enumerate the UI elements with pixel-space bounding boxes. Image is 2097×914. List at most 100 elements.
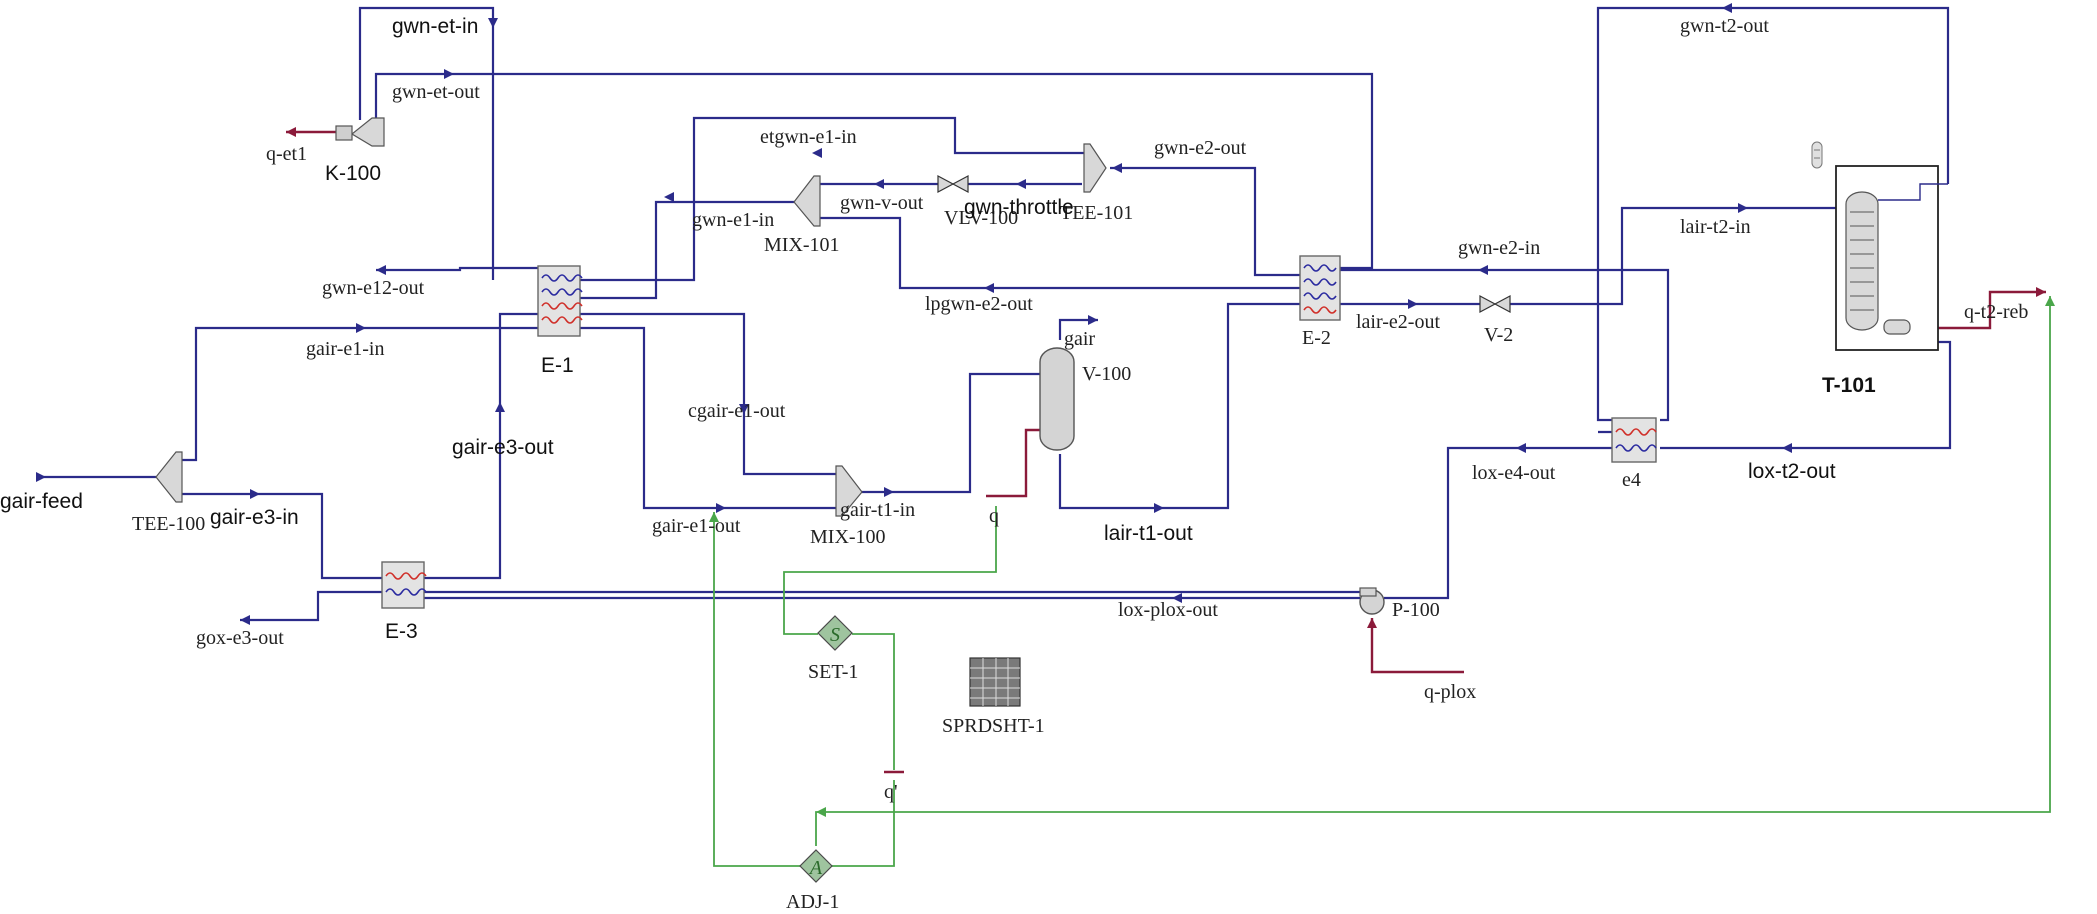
label-gair-e3-out: gair-e3-out (452, 436, 554, 459)
arrow (1738, 203, 1748, 213)
arrow (874, 179, 884, 189)
stream-gwn-t2-out[interactable] (1596, 6, 1950, 422)
stream-lox-t2-out[interactable] (1660, 340, 1952, 450)
arrow (495, 402, 505, 412)
energy-streams (286, 127, 2046, 774)
stream-gwn-e12-out[interactable] (376, 266, 538, 272)
logic-qprime-to-adj[interactable] (830, 780, 895, 867)
stream-etgwn-e1-in[interactable] (580, 116, 1090, 282)
arrow (240, 615, 250, 625)
arrow (739, 404, 749, 414)
logic-arrow (2045, 296, 2055, 306)
arrow (36, 472, 46, 482)
arrow (1722, 3, 1732, 13)
stream-lair-t2-in[interactable] (1510, 206, 1842, 306)
material-streams (38, 6, 1952, 622)
stream-lpgwn-e2-out[interactable] (814, 216, 1300, 290)
tee-tee100[interactable] (155, 451, 183, 503)
stream-gair-t1-in[interactable] (862, 372, 1040, 494)
energy-arrow (1367, 618, 1377, 628)
label-gair-e3-in: gair-e3-in (210, 506, 299, 529)
label-e2: E-2 (1302, 327, 1331, 349)
arrow (376, 265, 386, 275)
label-gair-t1-in: gair-t1-in (840, 499, 915, 521)
expander-k100[interactable] (335, 117, 385, 147)
mixer-mix101[interactable] (793, 175, 821, 227)
stream-gair[interactable] (1058, 318, 1098, 340)
stream-gair-e1-out[interactable] (580, 326, 836, 510)
valve-v2[interactable] (1479, 295, 1511, 313)
stream-gwn-e1-in[interactable] (580, 200, 794, 300)
pump-p100[interactable] (1359, 587, 1385, 615)
adjust-icon[interactable]: A (799, 849, 833, 883)
energy-q-t2-reb[interactable] (1908, 290, 2046, 330)
label-mix100: MIX-100 (810, 526, 886, 548)
heat-exchanger-e3[interactable] (381, 561, 427, 609)
label-adj1: ADJ-1 (786, 891, 839, 913)
label-k100: K-100 (325, 162, 381, 185)
label-e3: E-3 (385, 620, 418, 643)
stream-lair-t1-out[interactable] (1058, 302, 1300, 510)
energy-q-plox[interactable] (1370, 618, 1464, 674)
arrow (664, 192, 674, 202)
logic-q-to-set[interactable] (783, 506, 997, 635)
stream-gox-e3-out[interactable] (240, 590, 1360, 622)
label-gair-e1-out: gair-e1-out (652, 515, 741, 537)
arrow (1172, 593, 1182, 603)
logic-links (709, 296, 2055, 867)
arrow (1516, 443, 1526, 453)
label-q-et1: q-et1 (266, 143, 307, 165)
stream-lox-e4-out[interactable] (1384, 446, 1620, 600)
label-gox-e3-out: gox-e3-out (196, 627, 284, 649)
adjust-icon-letter: A (808, 857, 823, 879)
stream-gair-e3-out[interactable] (420, 312, 538, 580)
label-lair-t2-in: lair-t2-in (1680, 216, 1751, 238)
arrow (1782, 443, 1792, 453)
stream-gwn-e2-out[interactable] (1110, 166, 1300, 277)
valve-vlv100[interactable] (937, 175, 969, 193)
label-t101: T-101 (1822, 374, 1876, 397)
label-gwn-e2-in: gwn-e2-in (1458, 237, 1540, 259)
spreadsheet-icon[interactable] (969, 657, 1021, 707)
stream-labels: gwn-et-in gwn-et-out q-et1 etgwn-e1-in g… (0, 15, 2028, 803)
arrow (488, 18, 498, 28)
label-lair-e2-out: lair-e2-out (1356, 311, 1440, 333)
label-gwn-v-out: gwn-v-out (840, 192, 924, 214)
heat-exchanger-e2[interactable] (1299, 255, 1341, 321)
energy-arrow (2036, 287, 2046, 297)
heat-exchanger-e1[interactable] (537, 265, 583, 337)
arrow (812, 148, 822, 158)
arrow (884, 487, 894, 497)
stream-gwn-e2-in-2[interactable] (1340, 268, 1670, 422)
label-v2: V-2 (1484, 324, 1513, 346)
label-gwn-et-in: gwn-et-in (392, 15, 478, 38)
separator-v100[interactable] (1039, 347, 1075, 451)
stream-gair-e1-in[interactable] (180, 326, 538, 462)
label-gwn-e2-out: gwn-e2-out (1154, 137, 1247, 159)
logic-adj-to-q-t2-reb[interactable] (815, 296, 2051, 846)
label-lox-e4-out: lox-e4-out (1472, 462, 1556, 484)
logic-adj-to-gair-e1-out[interactable] (713, 512, 808, 867)
arrow (1088, 315, 1098, 325)
set-icon-letter: S (830, 624, 840, 646)
stream-gwn-et-in[interactable] (358, 6, 495, 280)
label-lox-plox-out: lox-plox-out (1118, 599, 1218, 621)
arrow (1478, 265, 1488, 275)
logic-arrow (709, 512, 719, 522)
label-etgwn-e1-in: etgwn-e1-in (760, 126, 857, 148)
mixer-mix100[interactable] (835, 465, 863, 517)
tee-tee101[interactable] (1083, 143, 1107, 193)
label-lox-t2-out: lox-t2-out (1748, 460, 1836, 483)
heat-exchanger-e4[interactable] (1611, 417, 1657, 463)
arrow (1408, 299, 1418, 309)
label-e4: e4 (1622, 469, 1641, 491)
label-gwn-t2-out: gwn-t2-out (1680, 15, 1769, 37)
column-t101[interactable] (1835, 165, 1948, 351)
logic-set-to-qprime[interactable] (852, 633, 895, 770)
label-set1: SET-1 (808, 661, 858, 683)
stream-cgair-e1-out[interactable] (580, 312, 836, 476)
set-icon[interactable]: S (817, 615, 853, 651)
energy-q[interactable] (986, 428, 1040, 498)
label-lair-t1-out: lair-t1-out (1104, 522, 1193, 545)
stream-gwn-et-out[interactable] (374, 72, 1374, 270)
